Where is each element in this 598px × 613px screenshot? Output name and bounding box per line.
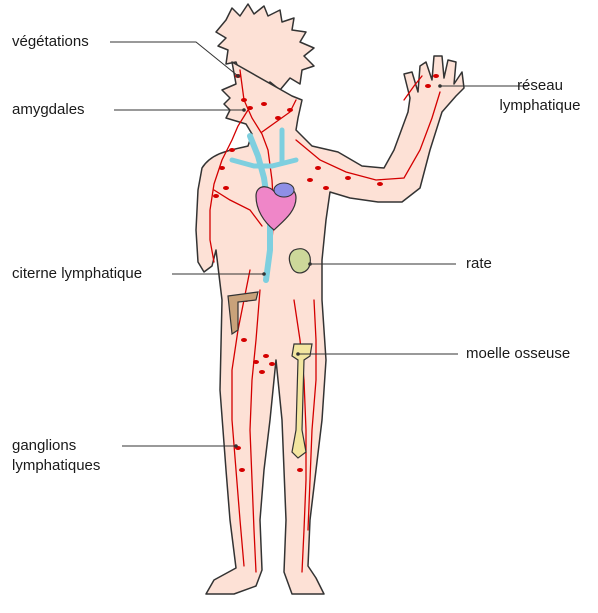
label-reseau-line2: lymphatique xyxy=(490,96,590,115)
label-amygdales: amygdales xyxy=(12,100,85,119)
label-reseau-line1: réseau xyxy=(490,76,590,95)
label-rate: rate xyxy=(466,254,492,273)
spleen xyxy=(289,249,310,273)
label-ganglions-line2: lymphatiques xyxy=(12,456,100,475)
label-vegetations: végétations xyxy=(12,32,89,51)
label-moelle-osseuse: moelle osseuse xyxy=(466,344,570,363)
label-ganglions-line1: ganglions xyxy=(12,436,76,455)
label-citerne-lymphatique: citerne lymphatique xyxy=(12,264,142,283)
heart-atrium xyxy=(274,183,294,197)
hair xyxy=(216,4,314,90)
